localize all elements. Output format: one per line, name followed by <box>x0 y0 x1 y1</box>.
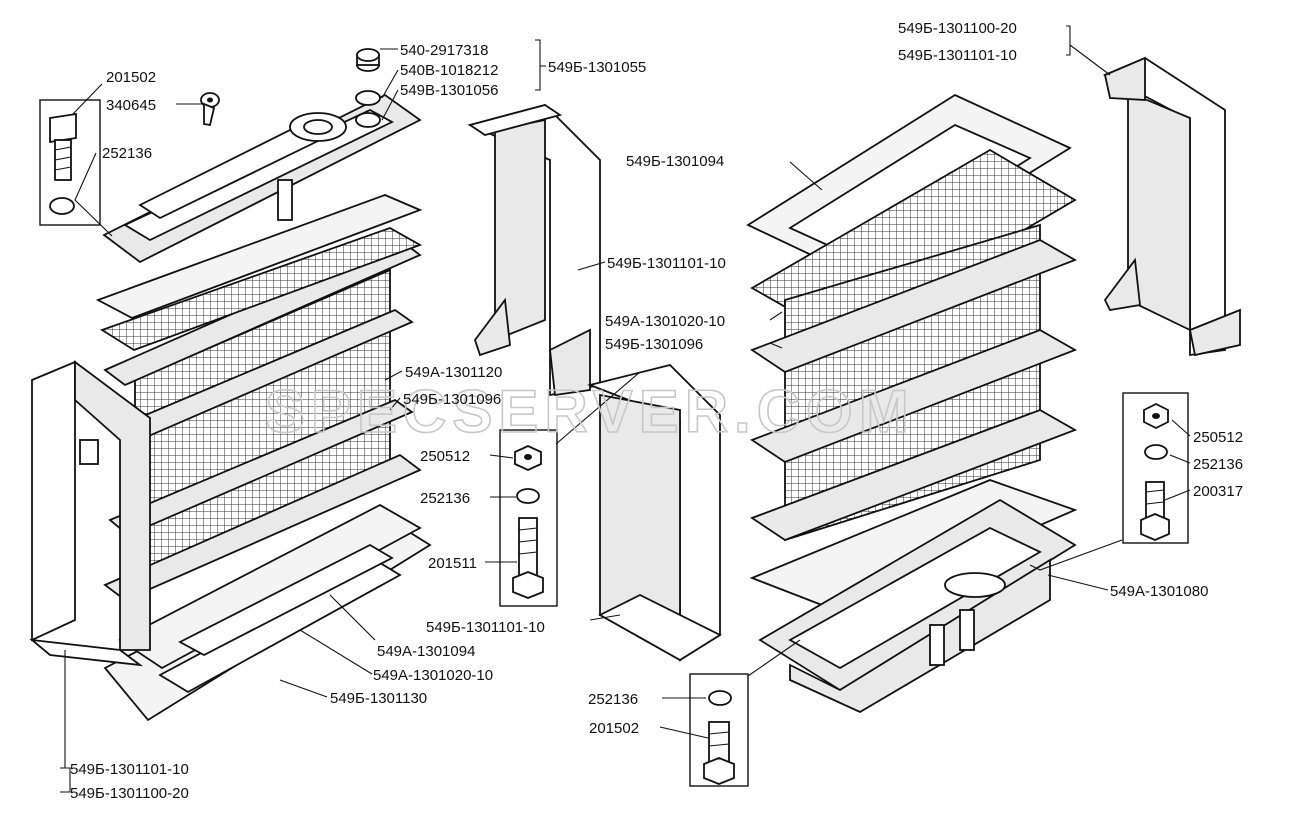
label-201502-bottom: 201502 <box>589 720 639 737</box>
label-540-2917318: 540-2917318 <box>400 42 488 59</box>
core-top-plate-left <box>99 227 423 351</box>
nut-icon-250512-left <box>514 445 542 471</box>
label-252136-top: 252136 <box>102 145 152 162</box>
label-549b-1301130: 549Б-1301130 <box>330 690 427 707</box>
label-200317: 200317 <box>1193 483 1243 500</box>
leader-lines <box>60 25 1191 793</box>
label-549b-1301096-right: 549Б-1301096 <box>605 336 703 353</box>
label-549a-1301020-10-low: 549А-1301020-10 <box>373 667 493 684</box>
side-bracket-left <box>29 360 151 667</box>
label-549b-1301101-10-mid: 549Б-1301101-10 <box>607 255 726 272</box>
bolt-icon-200317 <box>1140 481 1170 541</box>
radiator-core-right <box>750 223 1078 542</box>
bolt-icon-201502-bottom <box>703 721 735 785</box>
nut-icon-250512-right <box>1143 402 1169 430</box>
label-340645: 340645 <box>106 97 156 114</box>
label-549a-1301020-10-mid: 549А-1301020-10 <box>605 313 725 330</box>
fastener-box-center <box>499 429 558 607</box>
washer-icon-252136-left <box>516 488 540 504</box>
label-549v-1301056: 549В-1301056 <box>400 82 498 99</box>
ring-icon-540v-1018212 <box>355 90 381 106</box>
top-tank-left <box>102 93 422 264</box>
bolt-icon-201511 <box>512 517 544 599</box>
bottom-gasket-left <box>118 503 422 670</box>
label-549b-1301101-10-bottom: 549Б-1301101-10 <box>70 761 189 778</box>
label-549a-1301080: 549А-1301080 <box>1110 583 1208 600</box>
label-549b-1301101-10-low: 549Б-1301101-10 <box>426 619 545 636</box>
label-250512-left: 250512 <box>420 448 470 465</box>
washer-icon-252136-right <box>1144 444 1168 460</box>
label-252136-left: 252136 <box>420 490 470 507</box>
label-549b-1301100-20-top: 549Б-1301100-20 <box>898 20 1017 37</box>
label-540v-1018212: 540В-1018212 <box>400 62 498 79</box>
plug-icon-540-2917318 <box>356 48 380 72</box>
side-bracket-center-upper <box>467 103 601 397</box>
washer-icon-549v-1301056 <box>355 112 381 128</box>
side-bracket-right <box>1102 56 1241 357</box>
lug-icon-340645 <box>200 92 220 127</box>
label-252136-bottom: 252136 <box>588 691 638 708</box>
bottom-tank-right <box>758 498 1077 714</box>
label-549b-1301100-20-bottom: 549Б-1301100-20 <box>70 785 189 802</box>
washer-icon-252136-bottom <box>708 690 732 706</box>
washer-icon-252136-top <box>49 197 75 215</box>
fastener-box-right <box>1122 392 1189 544</box>
top-gasket-left <box>95 194 423 319</box>
part-labels: 540-2917318 540В-1018212 549В-1301056 54… <box>70 20 1243 802</box>
side-bracket-center-lower <box>587 364 722 662</box>
bolt-icon-201502-top <box>49 112 77 181</box>
label-250512-right: 250512 <box>1193 429 1243 446</box>
label-549a-1301094: 549А-1301094 <box>377 643 475 660</box>
label-549b-1301055: 549Б-1301055 <box>548 59 646 76</box>
label-252136-right: 252136 <box>1193 456 1243 473</box>
fastener-box-top-left <box>39 99 101 226</box>
label-549b-1301101-10-top: 549Б-1301101-10 <box>898 47 1017 64</box>
label-549a-1301120: 549А-1301120 <box>405 364 502 381</box>
watermark: SPECSERVER.COM <box>265 378 915 445</box>
fastener-box-bottom <box>689 673 749 787</box>
label-549b-1301096-left: 549Б-1301096 <box>403 391 501 408</box>
label-549b-1301094: 549Б-1301094 <box>626 153 724 170</box>
label-201511: 201511 <box>428 555 477 572</box>
label-201502-top: 201502 <box>106 69 156 86</box>
